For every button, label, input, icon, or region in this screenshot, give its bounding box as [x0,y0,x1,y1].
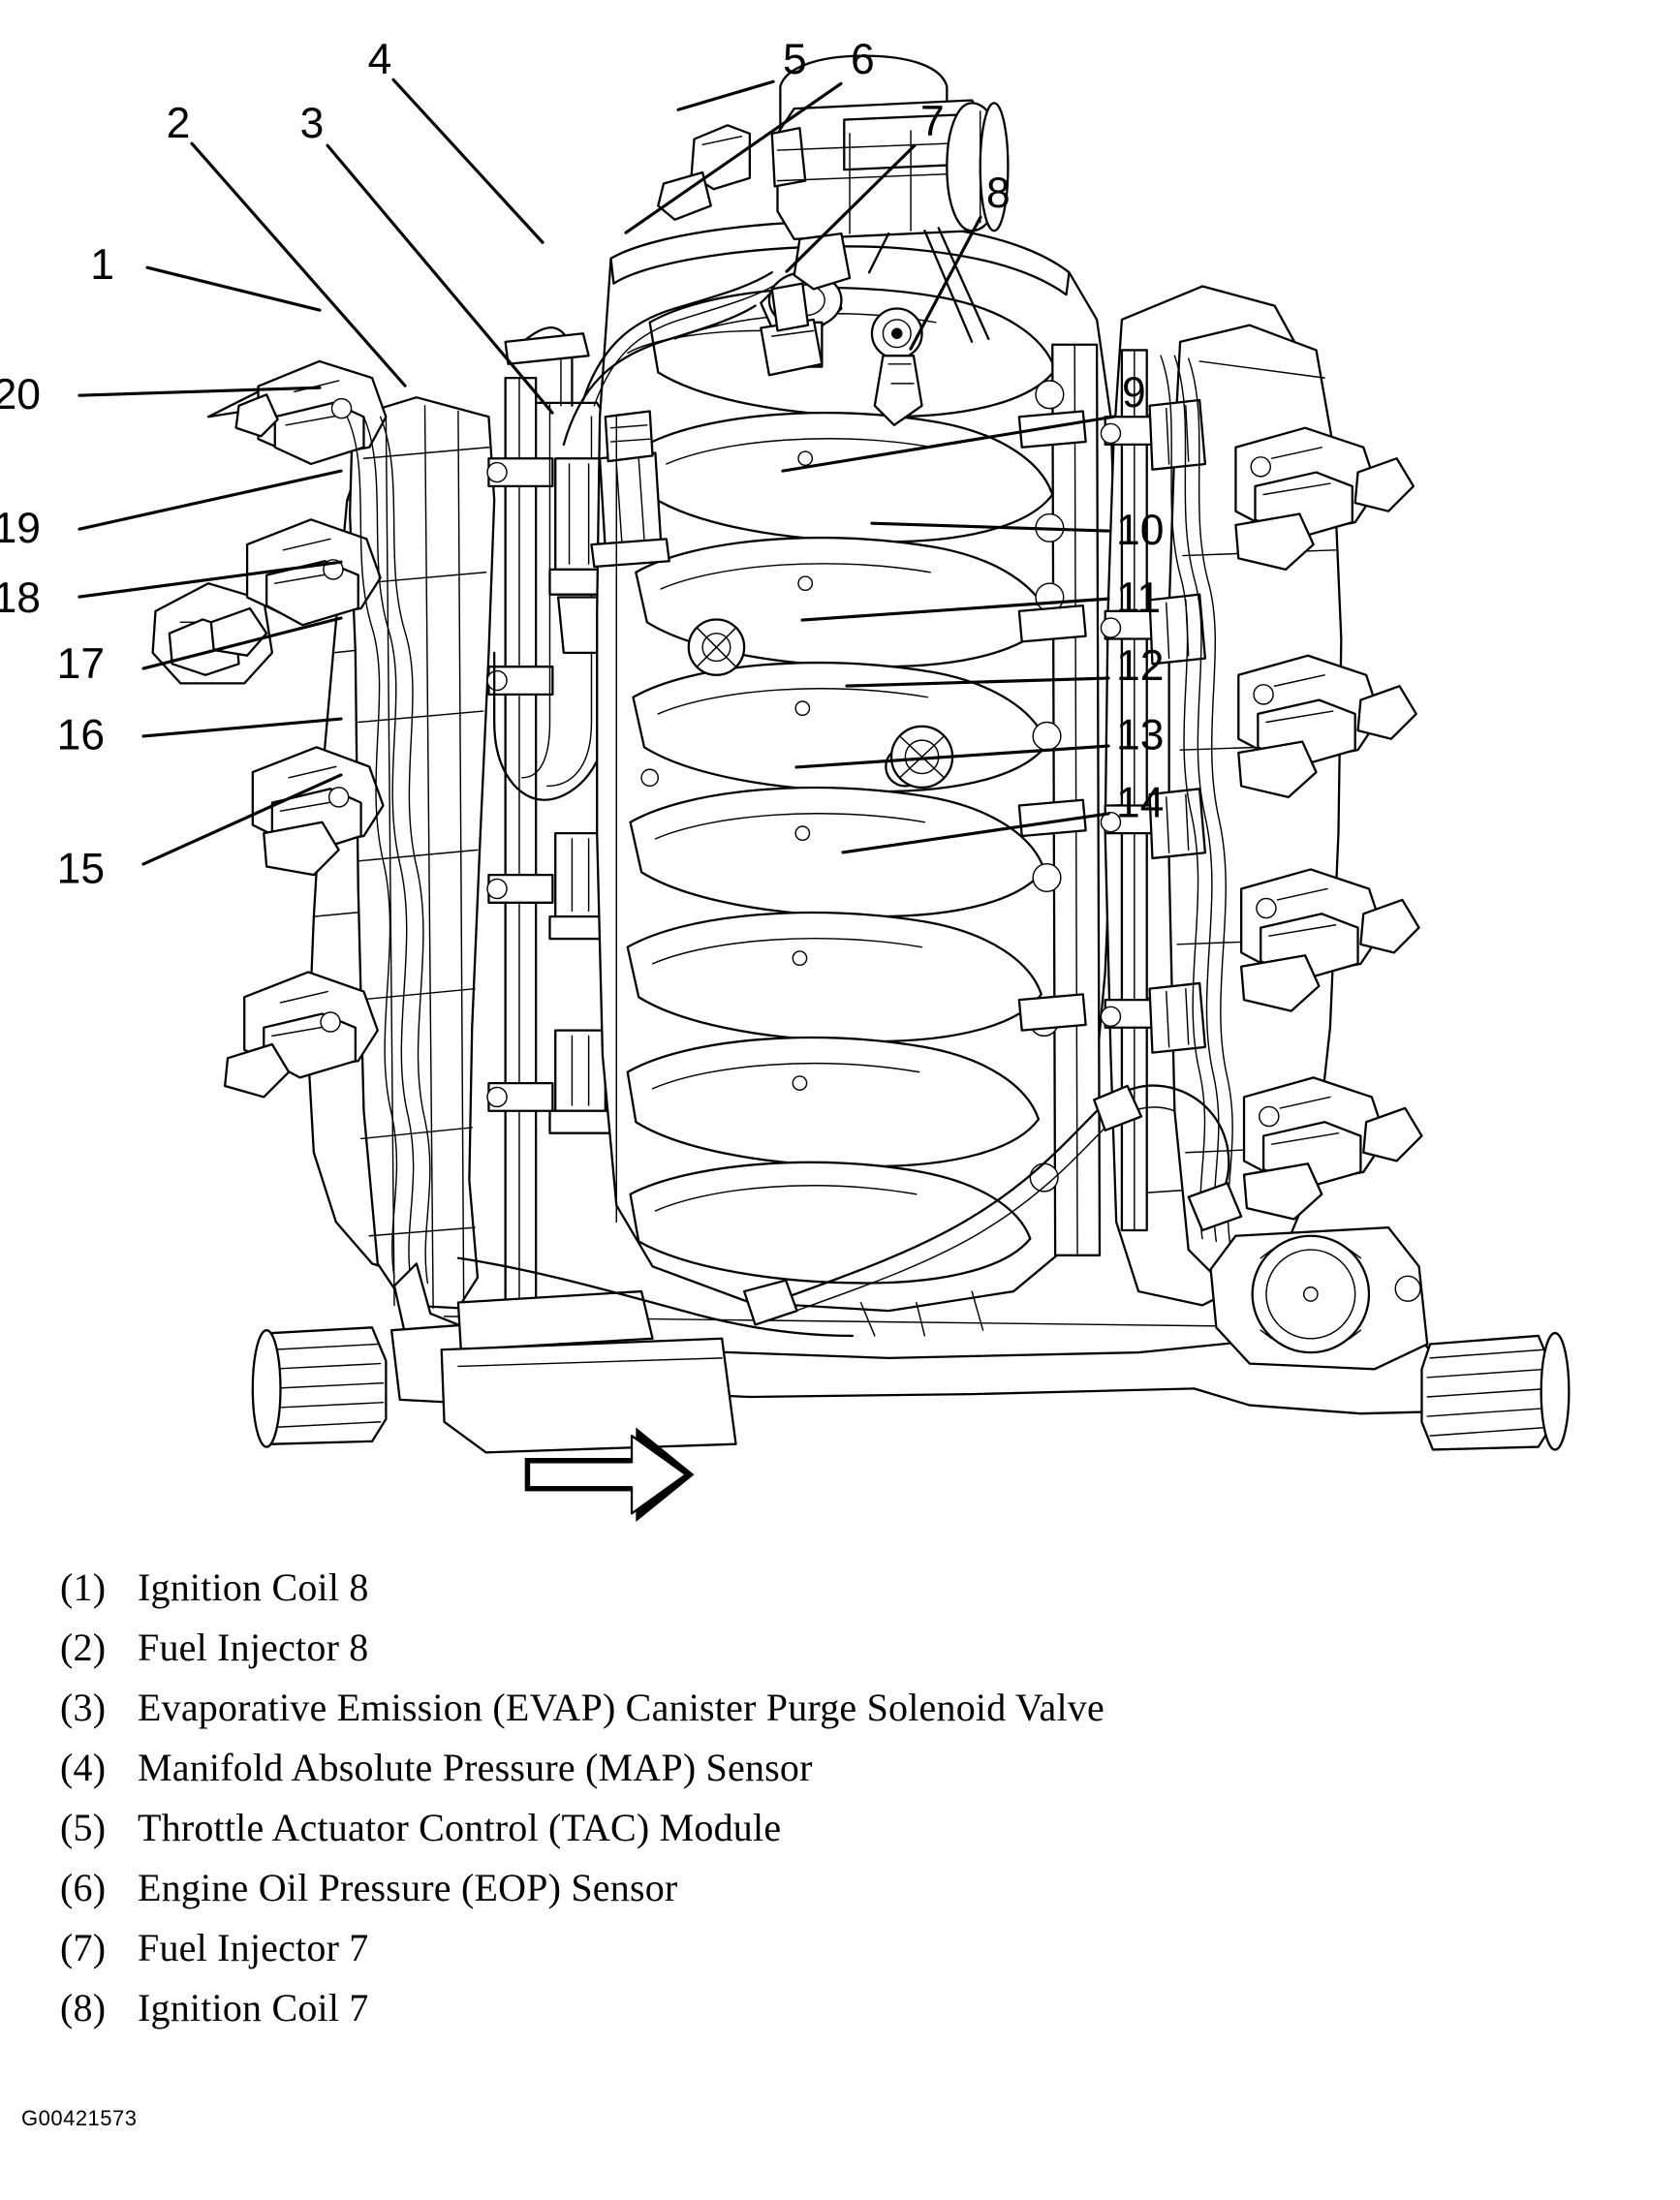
callout-leader-line [909,215,982,351]
legend-item-number: (5) [60,1806,107,1849]
legend-item: (8) Ignition Coil 7 [0,1978,1680,2038]
callout-number: 2 [167,100,191,147]
callout-leader-line [145,265,322,312]
callout-number: 19 [0,505,41,552]
callout-leader-lines [78,77,1116,866]
callout-number: 9 [1122,369,1146,417]
intake-manifold [596,220,1118,1313]
left-wiring-harness [346,416,431,1285]
callout-leader-line [391,77,544,244]
callout-number: 1 [90,241,114,289]
callout-leader-line [78,386,322,397]
left-valve-cover [348,396,496,1310]
callout-number: 12 [1116,642,1164,690]
legend-item-number: (2) [60,1626,107,1669]
upper-hoses [504,271,779,447]
callout-number: 6 [851,36,875,83]
legend-item-number: (1) [60,1565,107,1609]
legend-item-label: Evaporative Emission (EVAP) Canister Pur… [138,1686,1104,1729]
callout-leader-line [676,79,775,111]
legend-item-label: Ignition Coil 8 [138,1565,369,1609]
figure-code: G00421573 [21,2106,138,2130]
callout-leader-line [781,415,1116,473]
legend-item-number: (7) [60,1926,107,1969]
left-ignition-coil-pack-3 [251,746,385,877]
callout-number: 10 [1116,507,1164,554]
right-fuel-injectors [1148,398,1207,1054]
callout-number: 17 [57,640,105,688]
right-fuel-rail [1100,349,1166,1232]
legend-item-label: Throttle Actuator Control (TAC) Module [138,1806,782,1849]
engine-diagram-figure: .ln { fill:none; stroke:#000; stroke-wid… [0,36,1571,1522]
callout-number: 5 [783,36,807,83]
legend-item-number: (4) [60,1746,107,1789]
legend-item-number: (8) [60,1986,107,2030]
engine-line-drawing: .ln { fill:none; stroke:#000; stroke-wid… [0,36,1571,1522]
legend-item-label: Engine Oil Pressure (EOP) Sensor [138,1866,678,1909]
right-ignition-coil-pack-3 [1240,868,1420,1012]
callout-number: 4 [368,36,392,83]
callout-number: 3 [300,100,325,147]
callout-leader-line [841,812,1110,854]
callout-number: 7 [920,98,945,145]
callout-number-labels: 1234567891011121314151617181920 [0,36,1164,893]
left-ignition-coil-pack-2 [209,518,382,657]
callout-leader-line [326,143,554,415]
callout-number: 13 [1116,712,1164,759]
callout-leader-line [141,717,343,738]
callout-number: 15 [57,846,105,893]
manifold-absolute-pressure-sensor [760,282,824,377]
left-ignition-coil-pack-1 [234,359,388,466]
callout-number: 20 [0,371,41,418]
callout-leader-line [870,521,1110,533]
legend-item-label: Fuel Injector 7 [138,1926,369,1969]
callout-leader-line [785,143,917,273]
callout-leader-line [190,141,407,387]
callout-leader-line [141,773,343,866]
right-manifold-bracket [1017,343,1102,1256]
callout-leader-line [78,560,343,599]
legend-item: (4) Manifold Absolute Pressure (MAP) Sen… [0,1738,1680,1798]
right-ignition-coil-pack-1 [1234,426,1415,572]
left-fuel-rail [486,376,607,1304]
lower-crossover-hose [456,1084,1243,1338]
legend-item: (6) Engine Oil Pressure (EOP) Sensor [0,1858,1680,1918]
callout-leader-line [800,597,1110,622]
right-ignition-coil-pack-2 [1237,654,1417,799]
callout-number: 11 [1116,574,1161,622]
legend-item-number: (6) [60,1866,107,1909]
left-fuel-injectors [548,457,612,1134]
manifold-detail-lines [615,329,984,1337]
legend-list: (1) Ignition Coil 8 (2) Fuel Injector 8 … [0,1558,1680,2038]
engine-oil-pressure-sensor [870,307,923,426]
right-ignition-coil-pack-4 [1242,1076,1423,1221]
engine-block-lower [251,1225,1571,1454]
legend-item-label: Manifold Absolute Pressure (MAP) Sensor [138,1746,813,1789]
callout-leader-line [141,616,343,670]
legend-item-number: (3) [60,1686,107,1729]
legend-item: (1) Ignition Coil 8 [0,1558,1680,1618]
callout-number: 8 [986,170,1011,217]
direction-arrow [524,1427,695,1522]
legend-item-label: Ignition Coil 7 [138,1986,369,2030]
callout-leader-line [624,81,843,234]
legend-item: (3) Evaporative Emission (EVAP) Canister… [0,1678,1680,1738]
right-wiring-harness [1160,355,1233,1246]
callout-leader-line [794,744,1110,769]
legend-item-label: Fuel Injector 8 [138,1626,369,1669]
callout-leader-line [845,676,1110,688]
callout-number: 14 [1116,780,1164,827]
legend-item: (5) Throttle Actuator Control (TAC) Modu… [0,1798,1680,1858]
legend-item: (2) Fuel Injector 8 [0,1618,1680,1678]
legend-item: (7) Fuel Injector 7 [0,1918,1680,1978]
callout-number: 18 [0,574,41,622]
left-ignition-coil-pack-4 [224,971,379,1099]
callout-number: 16 [57,712,105,759]
callout-leader-line [78,469,343,531]
